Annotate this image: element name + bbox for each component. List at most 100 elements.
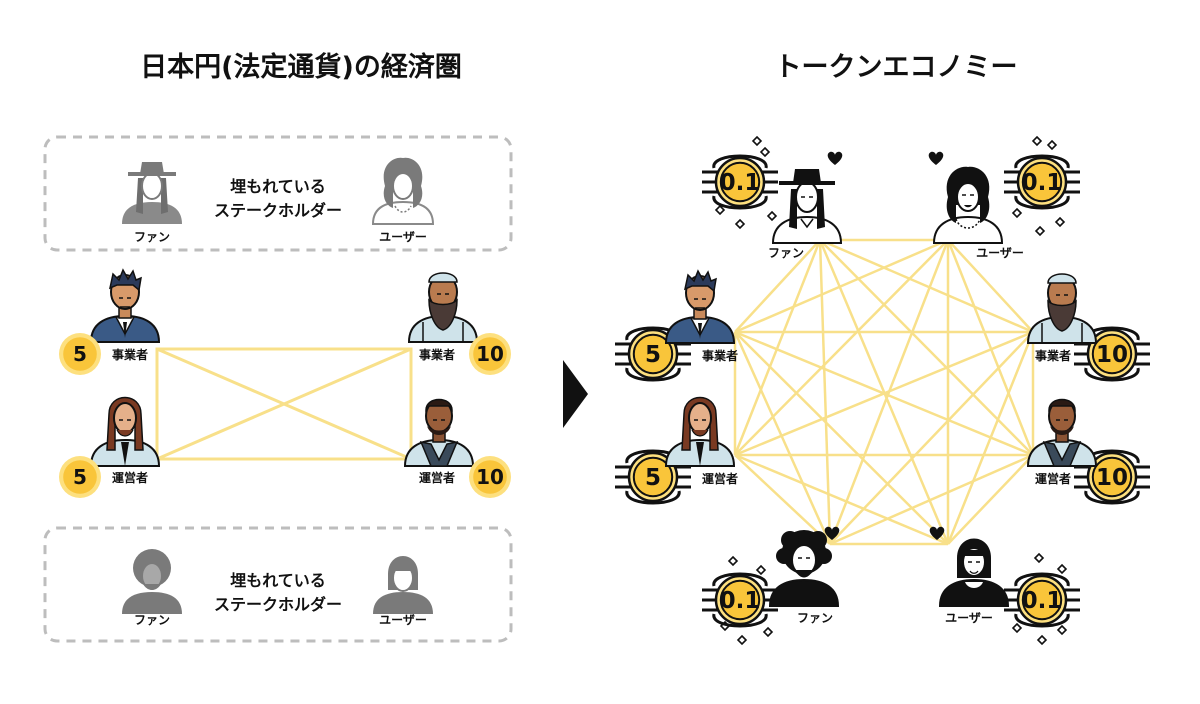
coin-business-right-panel-right-value: 10 xyxy=(1096,342,1128,368)
sparkle-icon xyxy=(1031,135,1043,147)
coin-fan-top: 0.1 xyxy=(702,135,778,230)
coin-fan-top-value: 0.1 xyxy=(720,170,761,196)
business-label-left: 事業者 xyxy=(112,347,148,362)
network-link xyxy=(829,453,1034,546)
coin-business-right: 10 xyxy=(469,333,511,375)
heart-icon-fan-top xyxy=(827,151,843,165)
hidden-stakeholders-line1-bottom: 埋もれている xyxy=(230,571,326,590)
network-link xyxy=(733,239,822,456)
operator-label-right-panel-right: 運営者 xyxy=(1035,471,1071,486)
network-link xyxy=(734,330,1034,457)
operator-person-left-icon xyxy=(90,396,160,467)
sparkle-icon xyxy=(759,146,771,158)
coin-business-left: 5 xyxy=(59,333,101,375)
coin-business-left-value: 5 xyxy=(73,342,87,366)
fan-hat-icon xyxy=(771,167,843,245)
fan-label-right-top: ファン xyxy=(768,246,804,260)
coin-business-right-value: 10 xyxy=(476,342,504,366)
sparkle-icon xyxy=(751,135,763,147)
user-bob-icon xyxy=(939,537,1009,607)
network-link xyxy=(947,454,1034,545)
coin-fan-bottom-value: 0.1 xyxy=(720,588,761,614)
user-gray-bob-icon xyxy=(372,555,434,615)
fan-label-top: ファン xyxy=(134,230,170,244)
operator-vest-right-panel-icon xyxy=(1027,398,1097,467)
network-link xyxy=(819,239,1034,456)
operator-long-hair-right-panel-icon xyxy=(665,396,735,467)
coin-user-bottom-value: 0.1 xyxy=(1022,588,1063,614)
coin-operator-right-panel-left: 5 xyxy=(615,449,691,505)
network-link xyxy=(734,238,949,334)
user-label-top: ユーザー xyxy=(379,230,427,244)
business-person-left-icon xyxy=(90,269,160,343)
coin-operator-right-panel-right: 10 xyxy=(1074,449,1150,505)
sparkle-icon xyxy=(1046,139,1058,151)
network-link xyxy=(946,239,1035,456)
hidden-stakeholders-box-bottom xyxy=(43,526,513,643)
coin-business-right-panel-left-value: 5 xyxy=(645,342,661,368)
left-title: 日本円(法定通貨)の経済圏 xyxy=(140,51,462,83)
business-label-right-panel-left: 事業者 xyxy=(702,348,738,363)
network-link xyxy=(734,453,949,546)
business-beard-right-panel-icon xyxy=(1027,273,1097,344)
sparkle-icon xyxy=(1034,225,1046,237)
network-link xyxy=(734,239,949,456)
sparkle-icon xyxy=(714,204,726,216)
user-label-right-bottom: ユーザー xyxy=(945,611,993,625)
network-link xyxy=(829,331,1034,545)
business-suit-right-panel-icon xyxy=(665,270,735,344)
operator-label-right: 運営者 xyxy=(419,470,455,485)
sparkle-icon xyxy=(734,218,746,230)
sparkle-icon xyxy=(736,634,748,646)
user-label-bottom: ユーザー xyxy=(379,613,427,627)
network-link xyxy=(819,238,1034,334)
sparkle-icon xyxy=(1054,216,1066,228)
right-title: トークンエコノミー xyxy=(775,52,1018,83)
fan-label-right-bottom: ファン xyxy=(797,611,833,625)
business-label-right: 事業者 xyxy=(419,347,455,362)
hidden-stakeholders-line1-top: 埋もれている xyxy=(230,177,326,196)
transition-arrow-icon xyxy=(563,360,588,428)
network-link xyxy=(734,239,821,333)
sparkle-icon xyxy=(727,555,739,567)
coin-business-right-panel-left: 5 xyxy=(615,326,691,382)
fan-gray-afro-icon xyxy=(121,548,183,615)
operator-label-right-panel-left: 運営者 xyxy=(702,471,738,486)
user-curly-icon xyxy=(933,165,1003,244)
operator-person-right-icon xyxy=(404,398,474,467)
sparkle-icon xyxy=(1056,563,1068,575)
sparkle-icon xyxy=(1011,622,1023,634)
sparkle-icon xyxy=(1056,624,1068,636)
coin-business-right-panel-right: 10 xyxy=(1074,326,1150,382)
user-label-right-top: ユーザー xyxy=(976,246,1024,260)
coin-user-bottom: 0.1 xyxy=(1004,552,1080,646)
coin-user-top-value: 0.1 xyxy=(1022,170,1063,196)
token-network-lines xyxy=(733,238,1035,546)
sparkle-icon xyxy=(766,210,778,222)
coin-operator-right-panel-right-value: 10 xyxy=(1096,465,1128,491)
coin-operator-left: 5 xyxy=(59,456,101,498)
business-label-right-panel-right: 事業者 xyxy=(1035,348,1071,363)
coin-operator-right: 10 xyxy=(469,456,511,498)
network-link xyxy=(818,239,832,545)
coin-operator-right-value: 10 xyxy=(476,465,504,489)
fan-gray-icon xyxy=(120,160,184,226)
sparkle-icon xyxy=(755,564,767,576)
network-link xyxy=(946,331,1035,545)
coin-fan-bottom: 0.1 xyxy=(702,555,778,646)
fan-label-bottom: ファン xyxy=(134,613,170,627)
hidden-stakeholders-line2-top: ステークホルダー xyxy=(214,201,342,220)
network-link xyxy=(818,239,950,545)
user-gray-icon xyxy=(372,156,434,225)
operator-label-left: 運営者 xyxy=(112,470,148,485)
network-link xyxy=(733,331,832,545)
hidden-stakeholders-box-top xyxy=(43,135,513,252)
network-link xyxy=(734,454,831,545)
sparkle-icon xyxy=(762,626,774,638)
sparkle-icon xyxy=(1011,207,1023,219)
coin-user-top: 0.1 xyxy=(1004,135,1080,237)
sparkle-icon xyxy=(1036,634,1048,646)
sparkle-icon xyxy=(1033,552,1045,564)
